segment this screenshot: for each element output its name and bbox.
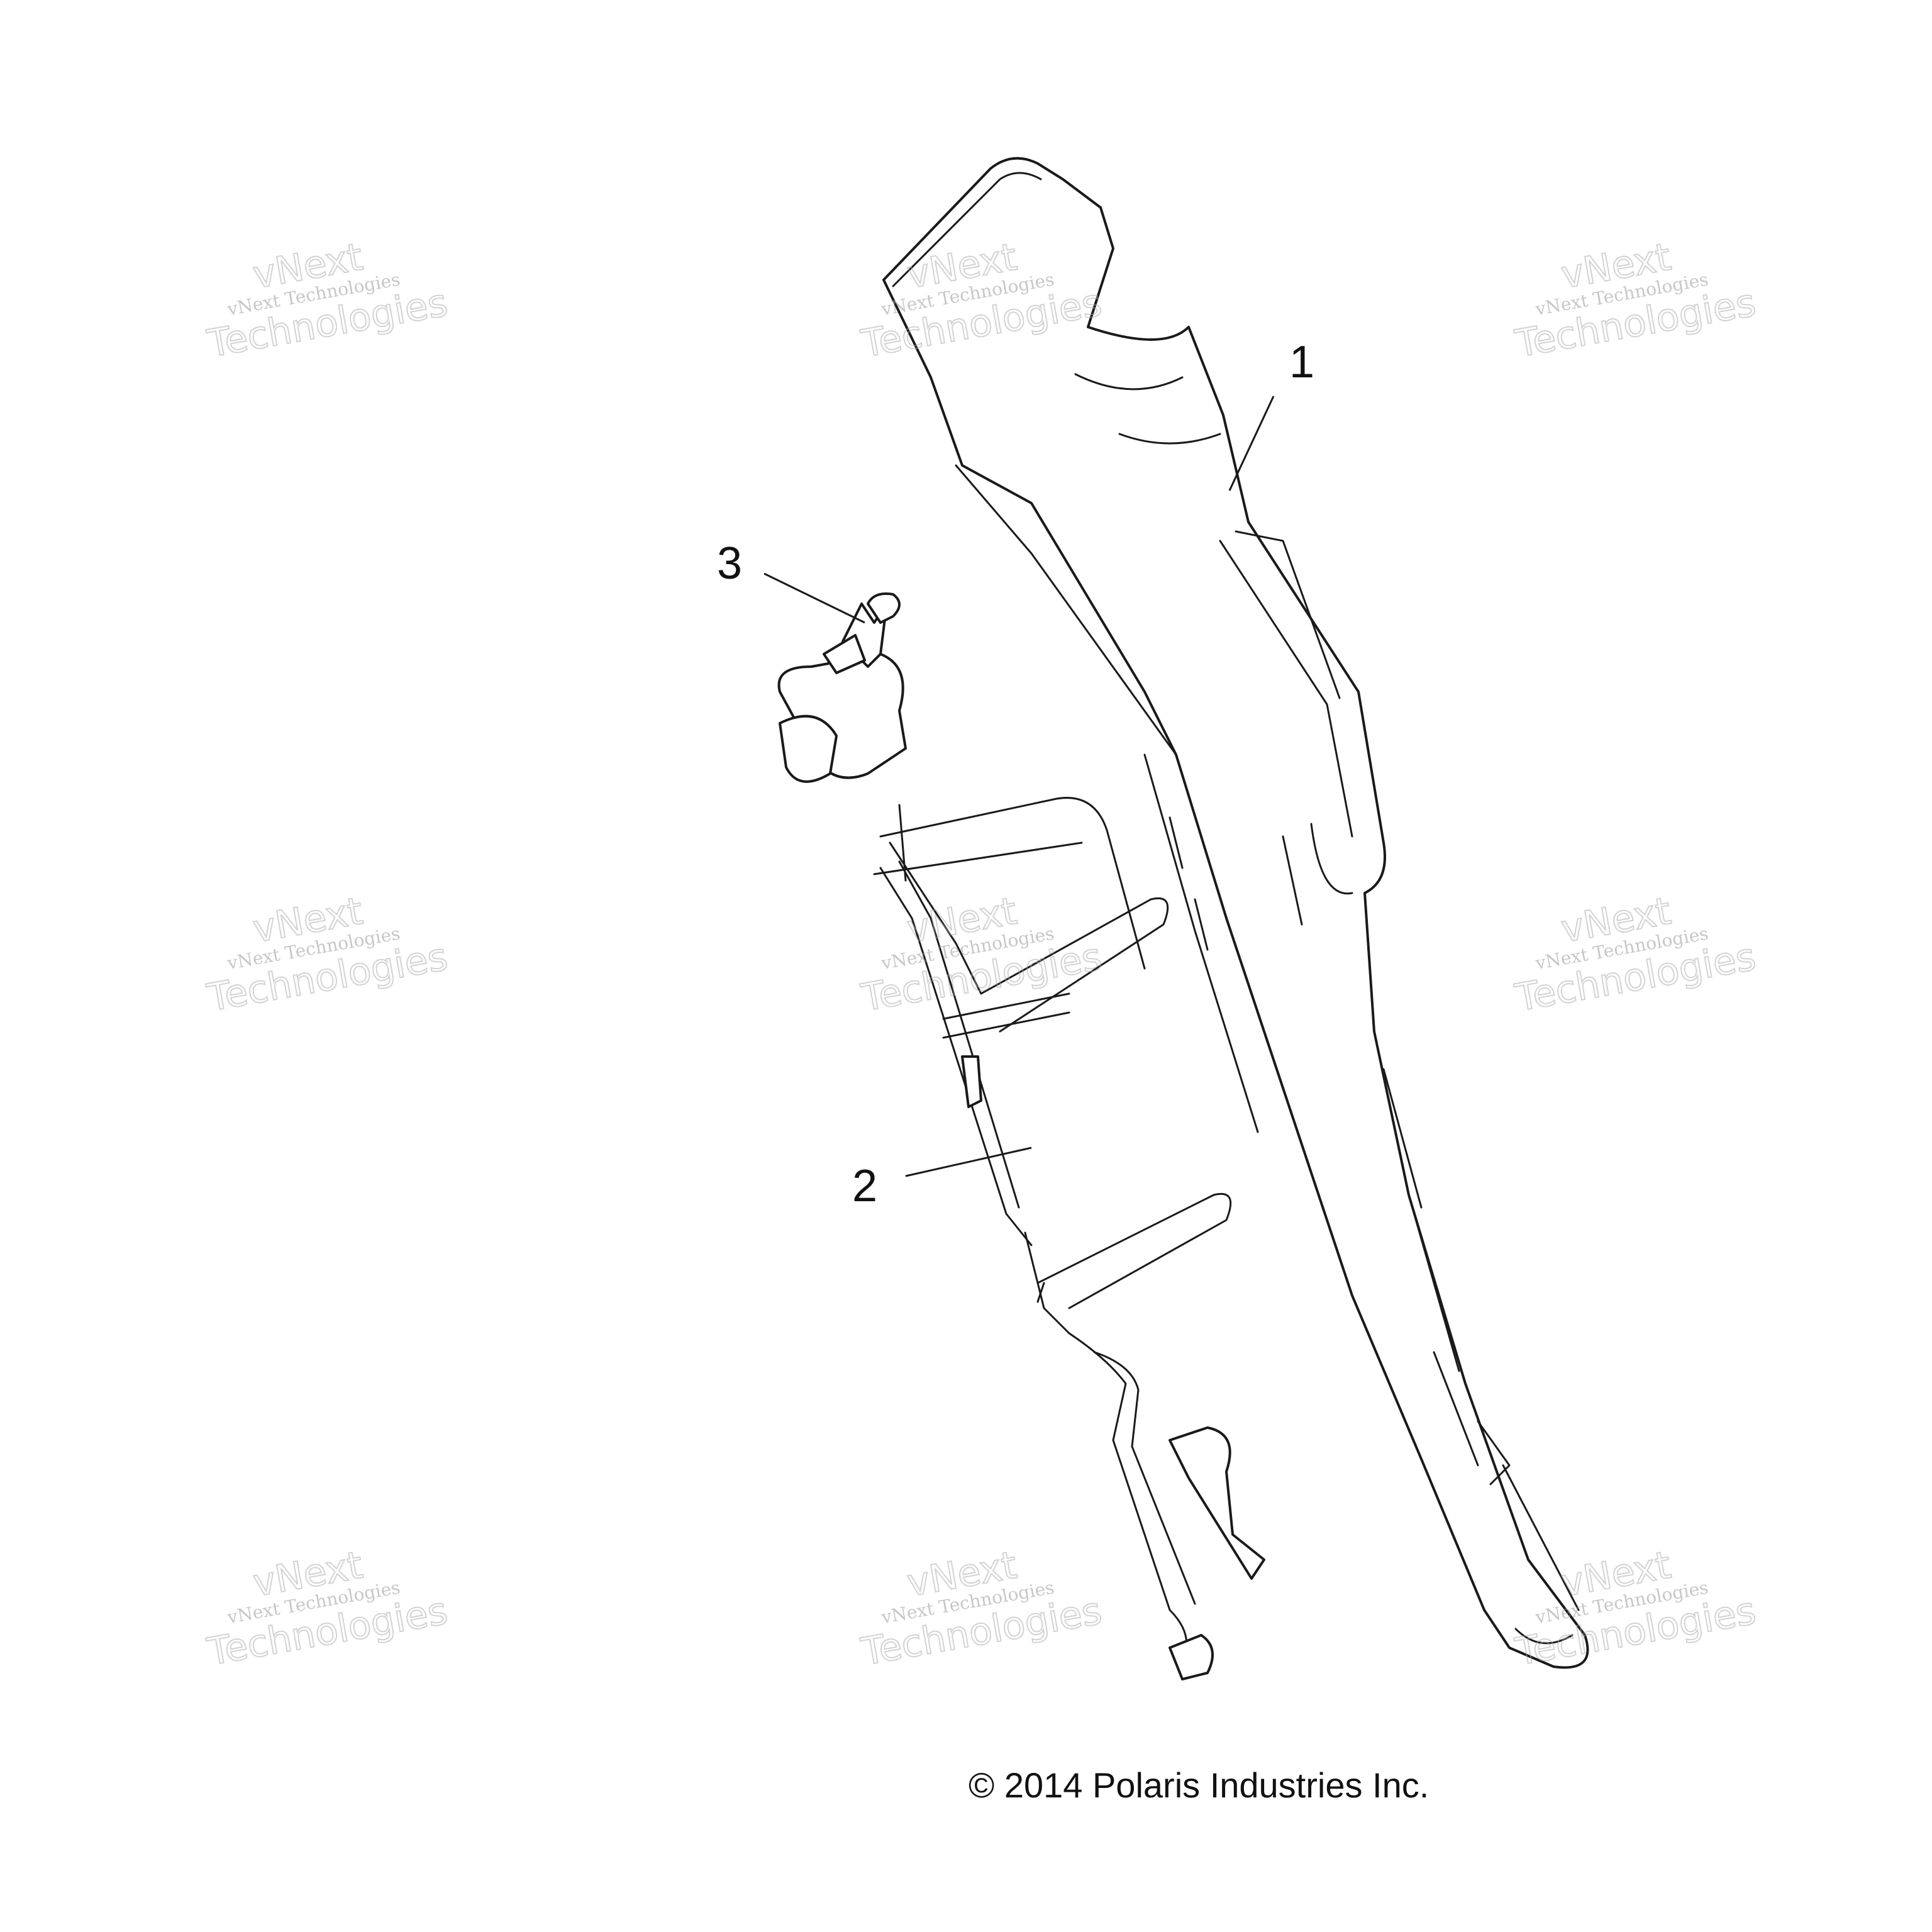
callout-3[interactable]: 3 (717, 538, 742, 589)
callout-2[interactable]: 2 (852, 1161, 877, 1211)
copyright-text: © 2014 Polaris Industries Inc. (969, 1765, 1429, 1805)
leader-2 (905, 1146, 1032, 1177)
part-3-latch[interactable] (823, 592, 901, 674)
callout-1[interactable]: 1 (1289, 337, 1314, 387)
leader-3 (763, 572, 865, 624)
part-2-bracket[interactable] (777, 653, 1265, 1680)
part-1-gun-boot[interactable] (882, 157, 1589, 1669)
leader-1 (1228, 396, 1275, 491)
